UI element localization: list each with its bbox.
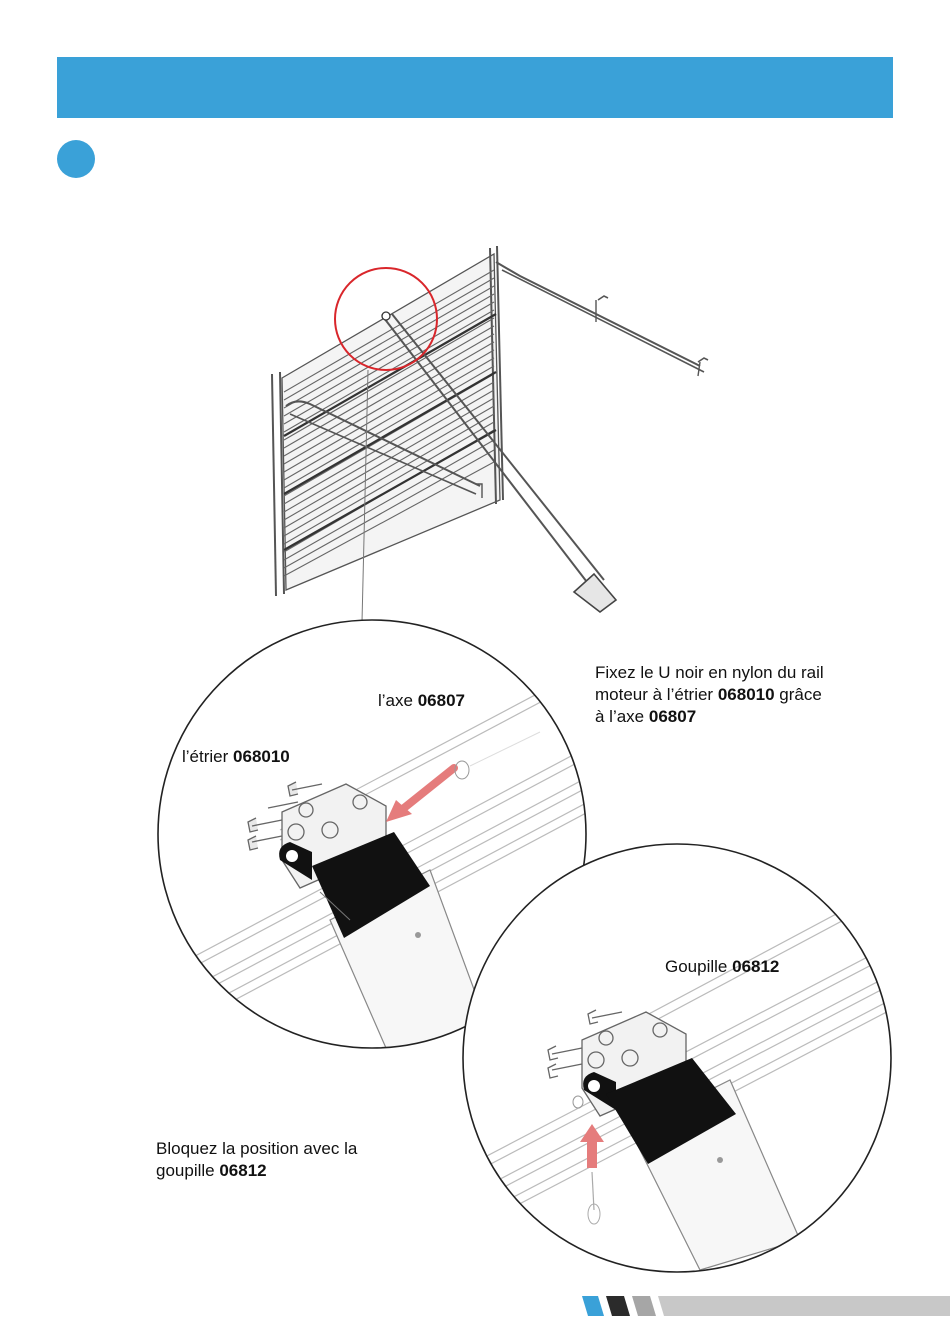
- instruction-1-code-axe: 06807: [649, 707, 696, 726]
- callout-axe-code: 06807: [418, 691, 465, 710]
- instruction-2-line-2-text: goupille: [156, 1161, 215, 1180]
- callout-goupille: Goupille 06812: [665, 956, 779, 978]
- instruction-2-line-2: goupille 06812: [156, 1160, 357, 1182]
- instruction-1-line-2-suffix: grâce: [775, 685, 822, 704]
- callout-goupille-code: 06812: [732, 957, 779, 976]
- instruction-1-line-2-text: moteur à l’étrier: [595, 685, 713, 704]
- callout-etrier: l’étrier 068010: [182, 746, 290, 768]
- detail-circle-2: [460, 844, 900, 1272]
- instruction-1-line-3-text: à l’axe: [595, 707, 644, 726]
- callout-etrier-code: 068010: [233, 747, 290, 766]
- instruction-2-code-goupille: 06812: [219, 1161, 266, 1180]
- instruction-1-line-1: Fixez le U noir en nylon du rail: [595, 662, 824, 684]
- instruction-1-line-2: moteur à l’étrier 068010 grâce: [595, 684, 824, 706]
- callout-axe-label: l’axe: [378, 691, 413, 710]
- instruction-2-line-1: Bloquez la position avec la: [156, 1138, 357, 1160]
- callout-etrier-label: l’étrier: [182, 747, 228, 766]
- instruction-1: Fixez le U noir en nylon du rail moteur …: [595, 662, 824, 728]
- instruction-2: Bloquez la position avec la goupille 068…: [156, 1138, 357, 1182]
- instruction-1-line-3: à l’axe 06807: [595, 706, 824, 728]
- instruction-1-code-etrier: 068010: [718, 685, 775, 704]
- callout-axe: l’axe 06807: [378, 690, 465, 712]
- callout-goupille-label: Goupille: [665, 957, 727, 976]
